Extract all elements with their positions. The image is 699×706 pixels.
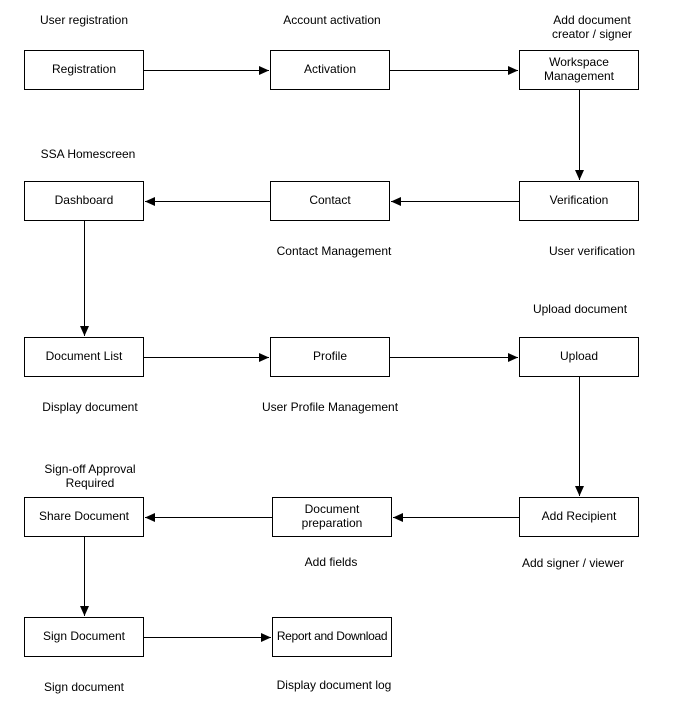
node-activation-label: Activation <box>303 62 357 77</box>
caption-ssa-homescreen: SSA Homescreen <box>40 147 136 161</box>
node-verification-label: Verification <box>549 193 609 208</box>
node-profile-label: Profile <box>312 349 347 364</box>
node-document-preparation-label: Document preparation <box>301 502 363 530</box>
node-add-recipient-label: Add Recipient <box>541 509 617 524</box>
node-sign-document-label: Sign Document <box>42 629 126 644</box>
node-registration-label: Registration <box>51 62 117 77</box>
node-document-list[interactable]: Document List <box>24 337 144 377</box>
node-report-and-download-label: Report and Download <box>276 629 388 644</box>
node-upload[interactable]: Upload <box>519 337 639 377</box>
caption-upload-document: Upload document <box>532 302 628 316</box>
node-contact[interactable]: Contact <box>270 181 390 221</box>
node-upload-label: Upload <box>559 349 599 364</box>
node-activation[interactable]: Activation <box>270 50 390 90</box>
caption-add-signer-viewer: Add signer / viewer <box>521 556 625 570</box>
caption-user-profile-management: User Profile Management <box>261 400 399 414</box>
node-verification[interactable]: Verification <box>519 181 639 221</box>
caption-sign-document: Sign document <box>43 680 125 694</box>
caption-sign-off-approval-required: Sign-off Approval Required <box>44 462 136 491</box>
node-document-preparation[interactable]: Document preparation <box>272 497 392 537</box>
caption-add-document-creator-signer: Add document creator / signer <box>551 13 633 42</box>
node-report-and-download[interactable]: Report and Download <box>272 617 392 657</box>
caption-add-fields: Add fields <box>304 555 358 569</box>
node-registration[interactable]: Registration <box>24 50 144 90</box>
caption-user-verification: User verification <box>548 244 636 258</box>
caption-display-document: Display document <box>42 400 138 414</box>
node-sign-document[interactable]: Sign Document <box>24 617 144 657</box>
caption-account-activation: Account activation <box>283 13 381 27</box>
node-contact-label: Contact <box>309 193 351 208</box>
caption-display-document-log: Display document log <box>276 678 392 692</box>
caption-contact-management: Contact Management <box>276 244 392 258</box>
node-document-list-label: Document List <box>45 349 123 364</box>
node-share-document[interactable]: Share Document <box>24 497 144 537</box>
node-profile[interactable]: Profile <box>270 337 390 377</box>
node-add-recipient[interactable]: Add Recipient <box>519 497 639 537</box>
node-dashboard[interactable]: Dashboard <box>24 181 144 221</box>
caption-user-registration: User registration <box>39 13 129 27</box>
node-workspace-management[interactable]: Workspace Management <box>519 50 639 90</box>
node-share-document-label: Share Document <box>38 509 130 524</box>
node-workspace-management-label: Workspace Management <box>543 55 615 83</box>
node-dashboard-label: Dashboard <box>54 193 114 208</box>
